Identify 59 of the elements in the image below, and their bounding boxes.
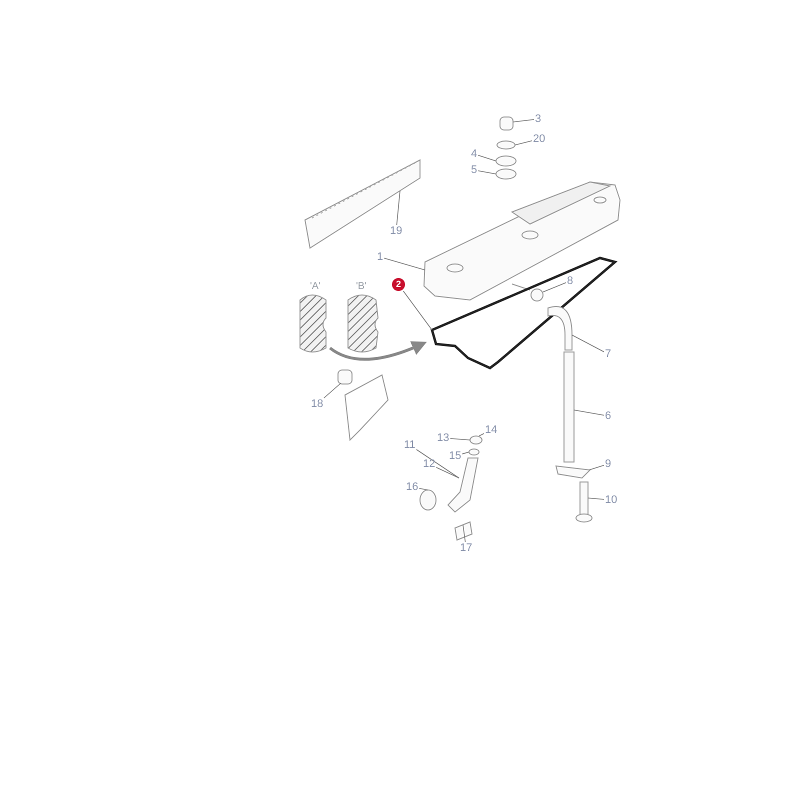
oil-pipe-drawing bbox=[447, 458, 479, 513]
leader-line bbox=[478, 170, 496, 174]
hose-elbow-drawing bbox=[548, 306, 572, 350]
deflector-plate-drawing bbox=[304, 159, 420, 249]
section-label: 'B' bbox=[356, 281, 366, 292]
callout-number: 6 bbox=[604, 410, 612, 422]
callout-number: 17 bbox=[459, 542, 474, 554]
leader-line bbox=[572, 334, 604, 352]
callout-number: 7 bbox=[604, 348, 612, 360]
gasket-drawing bbox=[430, 256, 618, 370]
leader-line bbox=[462, 452, 470, 454]
section-label: 'A' bbox=[310, 281, 320, 292]
leader-line bbox=[396, 190, 400, 226]
leader-line bbox=[512, 119, 534, 122]
hollow-bolt-drawing bbox=[454, 521, 473, 541]
leader-line bbox=[436, 466, 460, 478]
callout-number: 12 bbox=[422, 458, 436, 470]
pipe-clamp-drawing bbox=[555, 465, 592, 479]
leader-line bbox=[574, 410, 604, 416]
leader-line bbox=[514, 140, 532, 146]
callout-number: 5 bbox=[470, 164, 478, 176]
leader-line bbox=[416, 449, 460, 478]
callout-number: 10 bbox=[604, 494, 618, 506]
breather-pipe bbox=[564, 352, 574, 462]
rocker-cover-drawing bbox=[424, 181, 620, 301]
callout-number: 9 bbox=[604, 458, 612, 470]
plug bbox=[338, 370, 352, 384]
bolt-drawing bbox=[576, 482, 592, 522]
callout-number: 19 bbox=[389, 225, 404, 237]
callout-number: 18 bbox=[310, 398, 324, 410]
callout-number: 14 bbox=[484, 424, 498, 436]
leader-line bbox=[478, 154, 496, 162]
highlighted-callout-number: 2 bbox=[392, 278, 405, 291]
washer bbox=[496, 140, 516, 150]
leader-line bbox=[542, 282, 566, 292]
leader-line bbox=[384, 258, 426, 270]
callout-number: 15 bbox=[448, 450, 462, 462]
callout-number: 20 bbox=[532, 133, 546, 145]
leader-line bbox=[402, 290, 432, 330]
callout-number: 1 bbox=[376, 251, 384, 263]
leader-line bbox=[478, 433, 484, 436]
callout-number: 8 bbox=[566, 275, 574, 287]
leader-line bbox=[588, 464, 604, 470]
leader-line bbox=[450, 438, 470, 440]
flange-gasket bbox=[420, 490, 436, 510]
seal-ring bbox=[496, 168, 516, 180]
cap-nut bbox=[470, 436, 482, 444]
seal-ring bbox=[468, 448, 480, 456]
callout-number: 16 bbox=[405, 481, 420, 493]
seal-ring bbox=[496, 156, 516, 166]
leader-line bbox=[462, 524, 466, 542]
callout-number: 11 bbox=[403, 439, 416, 451]
leader-line bbox=[588, 498, 604, 500]
callout-number: 13 bbox=[436, 432, 450, 444]
leader-line bbox=[324, 382, 342, 398]
leader-line bbox=[418, 488, 428, 490]
callout-number: 4 bbox=[470, 148, 478, 160]
bolt-head bbox=[500, 116, 514, 130]
callout-number: 3 bbox=[534, 113, 542, 125]
